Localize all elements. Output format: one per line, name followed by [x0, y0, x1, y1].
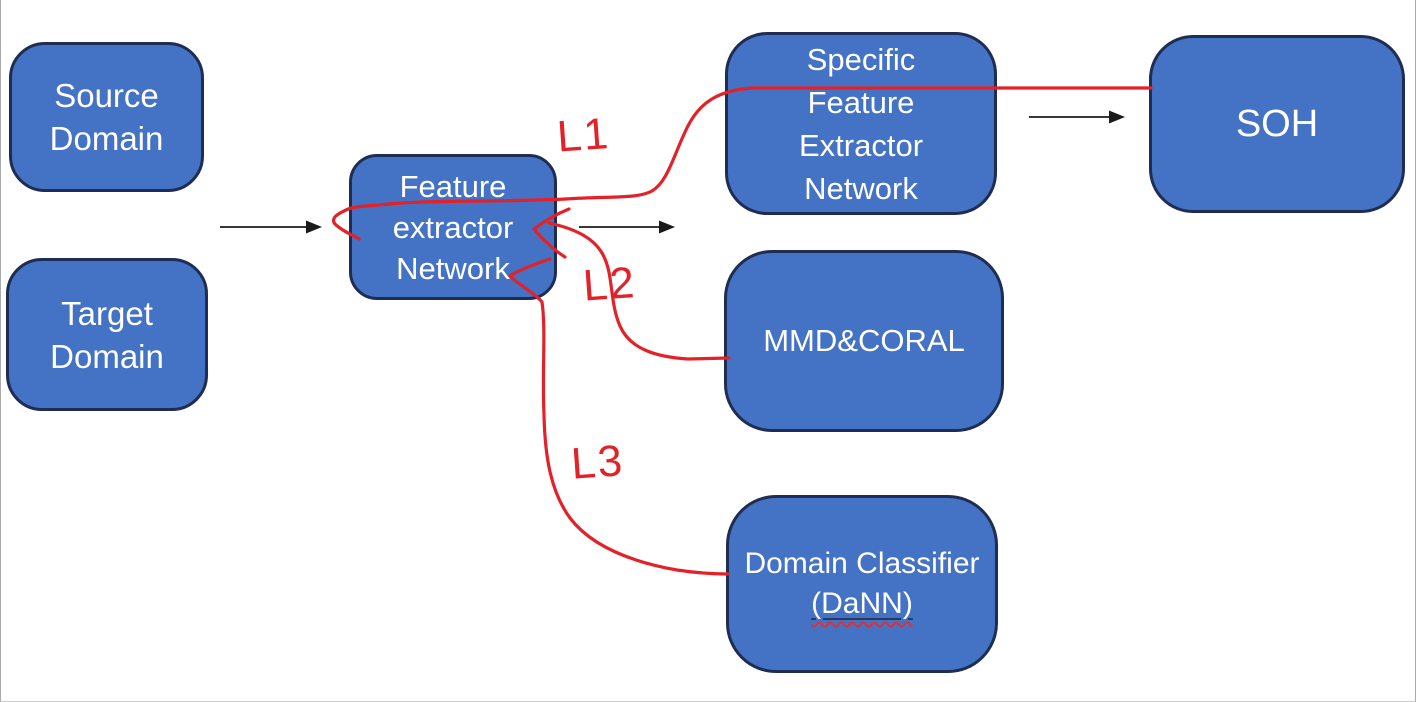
node-label: Feature	[807, 84, 915, 120]
node-feature-extractor-network: Feature extractor Network	[349, 154, 557, 300]
node-domain-classifier: Domain Classifier (DaNN)	[726, 495, 998, 673]
node-label: Domain	[49, 120, 164, 157]
node-specific-feature-extractor-network: Specific Feature Extractor Network	[725, 32, 997, 215]
node-label: Domain	[50, 337, 164, 375]
node-label: Specific	[806, 41, 916, 77]
spellcheck-squiggle: (DaNN)	[811, 587, 913, 620]
node-label: MMD&CORAL	[763, 323, 965, 358]
node-label: extractor	[392, 209, 514, 245]
node-label: Feature	[399, 168, 507, 204]
loss-l2-line	[547, 221, 731, 361]
loss-label-l3: L3	[570, 436, 626, 489]
node-label: (DaNN)	[729, 584, 995, 624]
node-label: SOH	[1235, 103, 1319, 145]
node-label: Source	[54, 77, 159, 114]
loss-label-l2: L2	[581, 258, 637, 311]
node-label: Target	[61, 294, 153, 332]
node-label: Domain Classifier	[744, 547, 980, 580]
node-target-domain: Target Domain	[6, 258, 208, 411]
loss-l3-line	[508, 257, 730, 576]
node-source-domain: Source Domain	[9, 42, 204, 192]
arrow-specific-extractor-to-soh	[1029, 110, 1125, 124]
node-label: Network	[804, 170, 918, 206]
arrow-feature-extractor-to-branches	[579, 220, 675, 234]
arrow-domains-to-feature-extractor	[220, 220, 322, 234]
node-soh: SOH	[1149, 35, 1405, 213]
node-label: Extractor	[798, 127, 924, 163]
loss-label-l1: L1	[555, 109, 611, 162]
node-mmd-coral: MMD&CORAL	[724, 250, 1004, 432]
dann-underlined-text: (DaNN)	[811, 587, 913, 620]
node-label: Network	[396, 250, 510, 286]
